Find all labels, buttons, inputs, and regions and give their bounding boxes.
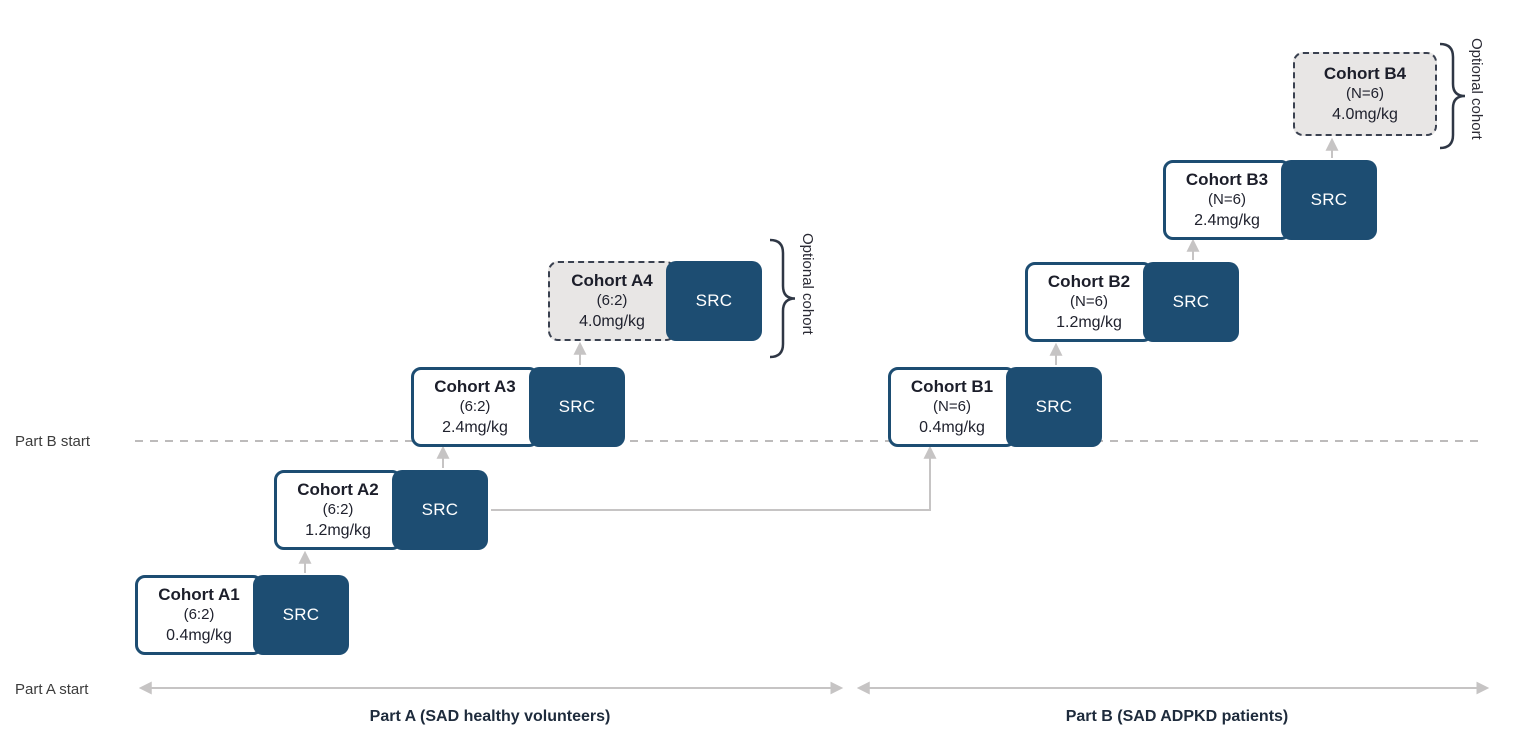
cohort-title: Cohort B3 xyxy=(1185,170,1269,189)
cohort-size: (N=6) xyxy=(933,398,971,415)
cohort-a3-group: Cohort A3 (6:2) 2.4mg/kg SRC xyxy=(411,367,625,447)
cohort-b4-group: Cohort B4 (N=6) 4.0mg/kg xyxy=(1293,52,1437,136)
cohort-title: Cohort B2 xyxy=(1047,272,1131,291)
arrow-a2-b1-connector xyxy=(491,445,937,511)
cohort-a2-group: Cohort A2 (6:2) 1.2mg/kg SRC xyxy=(274,470,488,550)
src-badge: SRC xyxy=(1281,160,1377,240)
src-badge: SRC xyxy=(392,470,488,550)
cohort-size: (N=6) xyxy=(1070,293,1108,310)
part-b-start-label: Part B start xyxy=(15,433,91,450)
cohort-dose: 4.0mg/kg xyxy=(579,313,645,330)
optional-cohort-label-b4: Optional cohort xyxy=(1468,38,1485,140)
cohort-b2-box: Cohort B2 (N=6) 1.2mg/kg xyxy=(1025,262,1153,342)
cohort-a2-box: Cohort A2 (6:2) 1.2mg/kg xyxy=(274,470,402,550)
cohort-size: (6:2) xyxy=(459,398,491,415)
cohort-title: Cohort A4 xyxy=(571,271,653,290)
cohort-a4-group: Cohort A4 (6:2) 4.0mg/kg SRC xyxy=(548,261,762,341)
cohort-title: Cohort B1 xyxy=(910,377,994,396)
cohort-size: (6:2) xyxy=(183,606,215,623)
src-badge: SRC xyxy=(529,367,625,447)
part-b-axis-label: Part B (SAD ADPKD patients) xyxy=(1065,708,1289,725)
cohort-size: (N=6) xyxy=(1208,191,1246,208)
cohort-title: Cohort A1 xyxy=(158,585,240,604)
cohort-b1-box: Cohort B1 (N=6) 0.4mg/kg xyxy=(888,367,1016,447)
cohort-b2-group: Cohort B2 (N=6) 1.2mg/kg SRC xyxy=(1025,262,1239,342)
cohort-dose: 0.4mg/kg xyxy=(919,419,985,436)
cohort-dose: 0.4mg/kg xyxy=(166,627,232,644)
src-badge: SRC xyxy=(253,575,349,655)
cohort-dose: 1.2mg/kg xyxy=(1056,314,1122,331)
cohort-b3-group: Cohort B3 (N=6) 2.4mg/kg SRC xyxy=(1163,160,1377,240)
cohort-a4-box: Cohort A4 (6:2) 4.0mg/kg xyxy=(548,261,676,341)
src-badge: SRC xyxy=(1143,262,1239,342)
cohort-b4-box: Cohort B4 (N=6) 4.0mg/kg xyxy=(1293,52,1437,136)
cohort-b1-group: Cohort B1 (N=6) 0.4mg/kg SRC xyxy=(888,367,1102,447)
brace-a4-icon xyxy=(769,238,796,359)
cohort-a3-box: Cohort A3 (6:2) 2.4mg/kg xyxy=(411,367,539,447)
cohort-a1-group: Cohort A1 (6:2) 0.4mg/kg SRC xyxy=(135,575,349,655)
cohort-dose: 1.2mg/kg xyxy=(305,522,371,539)
cohort-dose: 2.4mg/kg xyxy=(1194,212,1260,229)
cohort-size: (6:2) xyxy=(596,292,628,309)
brace-b4-icon xyxy=(1439,42,1466,150)
cohort-title: Cohort A3 xyxy=(434,377,516,396)
optional-cohort-label-a4: Optional cohort xyxy=(799,233,816,335)
part-a-axis-label: Part A (SAD healthy volunteers) xyxy=(369,708,611,725)
cohort-title: Cohort B4 xyxy=(1323,64,1407,83)
cohort-dose: 2.4mg/kg xyxy=(442,419,508,436)
cohort-dose: 4.0mg/kg xyxy=(1332,106,1398,123)
cohort-b3-box: Cohort B3 (N=6) 2.4mg/kg xyxy=(1163,160,1291,240)
cohort-size: (N=6) xyxy=(1346,85,1384,102)
cohort-size: (6:2) xyxy=(322,501,354,518)
cohort-title: Cohort A2 xyxy=(297,480,379,499)
cohort-a1-box: Cohort A1 (6:2) 0.4mg/kg xyxy=(135,575,263,655)
part-a-start-label: Part A start xyxy=(15,681,89,698)
src-badge: SRC xyxy=(1006,367,1102,447)
src-badge: SRC xyxy=(666,261,762,341)
